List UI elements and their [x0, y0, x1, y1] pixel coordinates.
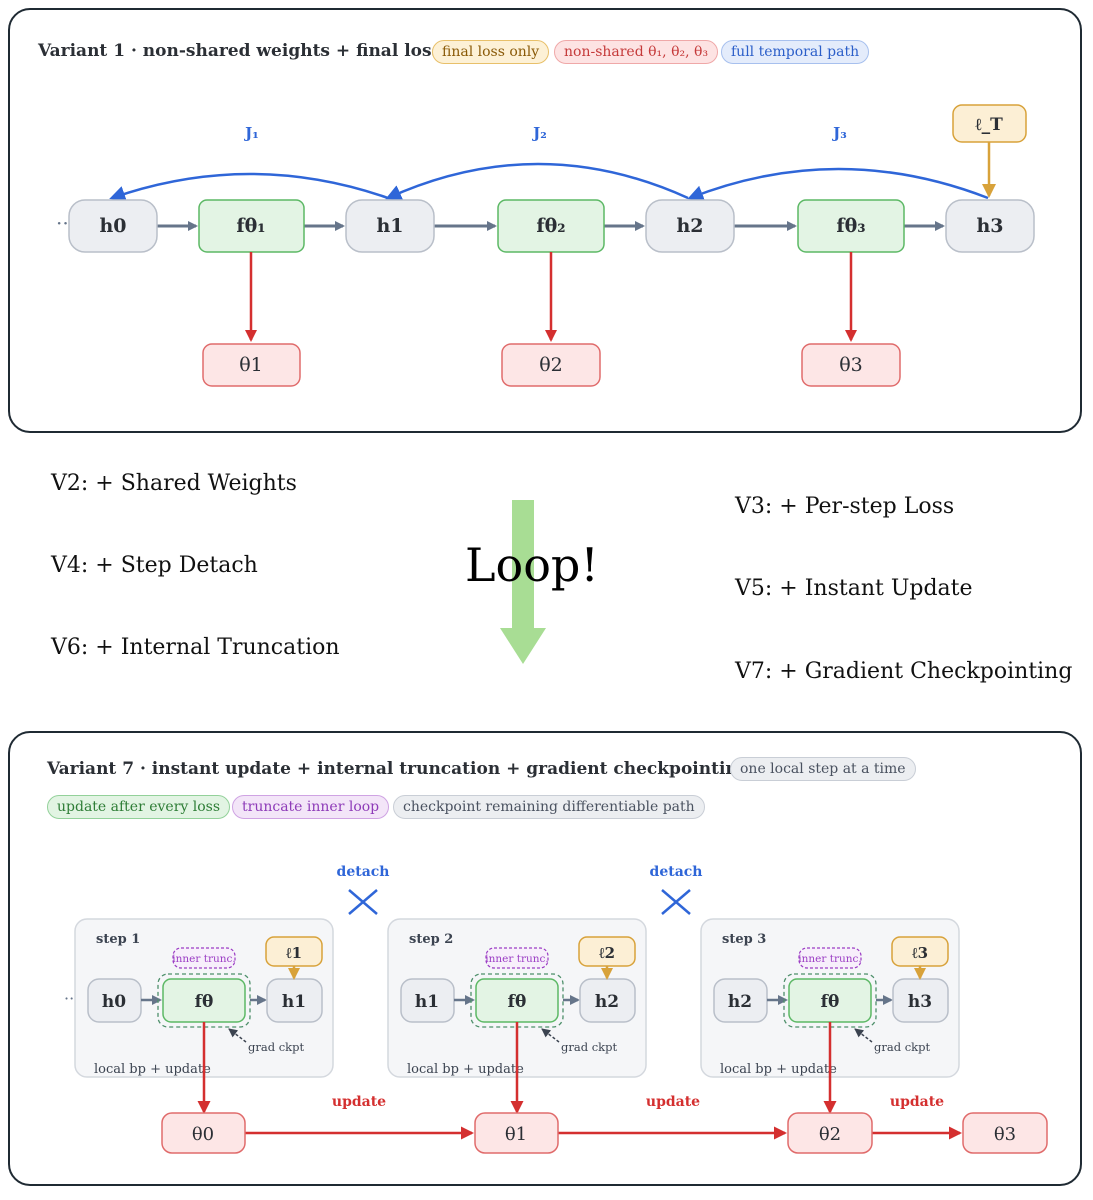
variant1-title: Variant 1 · non-shared weights + final l…	[38, 41, 442, 61]
step-box-2: step 2 local bp + update h1 fθ h2 inner …	[387, 918, 647, 1078]
param-node-theta0: θ0	[161, 1112, 246, 1154]
param-node-theta3: θ3	[962, 1112, 1048, 1154]
loop-label: Loop!	[465, 538, 599, 592]
svg-text:ℓ1: ℓ1	[286, 944, 302, 962]
svg-text:fθ: fθ	[508, 992, 527, 1012]
state-node-h1: h1	[345, 199, 435, 253]
svg-text:h1: h1	[415, 992, 439, 1012]
tag-final-loss: final loss only	[432, 40, 550, 64]
param-node-theta2: θ2	[787, 1112, 873, 1154]
param-node-theta2: θ2	[501, 343, 601, 387]
variant-v2-label: V2: + Shared Weights	[51, 471, 297, 496]
tag-truncate-inner: truncate inner loop	[232, 795, 390, 819]
variant-v7-label: V7: + Gradient Checkpointing	[735, 659, 1073, 684]
svg-text:θ2: θ2	[819, 1124, 841, 1145]
variant1-diagram: J₁ J₂ J₃ ·· h0 h1 h2 h3 fθ₁ fθ₂ fθ₃	[56, 104, 1035, 387]
svg-text:step 1: step 1	[96, 932, 140, 947]
ellipsis-dots: ··	[56, 211, 69, 235]
svg-text:θ2: θ2	[539, 354, 563, 376]
variant-v3-label: V3: + Per-step Loss	[735, 494, 955, 519]
tag-non-shared: non-shared θ₁, θ₂, θ₃	[554, 40, 719, 64]
svg-text:h0: h0	[99, 215, 126, 237]
jacobian-arc-3	[687, 167, 989, 201]
detach-mark-2: detach	[650, 864, 703, 915]
svg-text:h3: h3	[976, 215, 1003, 237]
svg-text:θ1: θ1	[239, 354, 263, 376]
variant7-diagram: detach detach step 1 local bp + update ·…	[64, 864, 1048, 1154]
svg-text:h1: h1	[282, 992, 306, 1012]
jacobian-label-2: J₂	[531, 124, 547, 142]
svg-text:θ1: θ1	[505, 1124, 527, 1145]
svg-text:h2: h2	[676, 215, 703, 237]
update-label-1: update	[332, 1094, 386, 1110]
svg-text:ℓ2: ℓ2	[599, 944, 615, 962]
detach-mark-1: detach	[337, 864, 390, 915]
svg-text:inner trunc.: inner trunc.	[172, 953, 235, 965]
svg-text:θ0: θ0	[192, 1124, 214, 1145]
svg-text:local bp + update: local bp + update	[720, 1062, 837, 1077]
param-node-theta1: θ1	[474, 1112, 559, 1154]
svg-text:fθ: fθ	[195, 992, 214, 1012]
svg-text:detach: detach	[337, 864, 390, 880]
svg-text:local bp + update: local bp + update	[94, 1062, 211, 1077]
svg-text:h0: h0	[102, 992, 126, 1012]
svg-text:grad ckpt: grad ckpt	[561, 1040, 618, 1054]
svg-text:step 3: step 3	[722, 932, 766, 947]
function-node-1: fθ₁	[198, 199, 305, 253]
svg-text:θ3: θ3	[839, 354, 863, 376]
function-node-2: fθ₂	[497, 199, 605, 253]
svg-text:fθ: fθ	[821, 992, 840, 1012]
step-box-3: step 3 local bp + update h2 fθ h3 inner …	[700, 918, 960, 1078]
variant-v4-label: V4: + Step Detach	[51, 553, 258, 578]
svg-text:ℓ_T: ℓ_T	[975, 115, 1003, 135]
update-label-3: update	[890, 1094, 944, 1110]
svg-text:detach: detach	[650, 864, 703, 880]
svg-text:ℓ3: ℓ3	[912, 944, 928, 962]
svg-text:fθ₁: fθ₁	[236, 215, 265, 237]
svg-text:h3: h3	[908, 992, 932, 1012]
svg-text:grad ckpt: grad ckpt	[874, 1040, 931, 1054]
param-node-theta3: θ3	[801, 343, 901, 387]
svg-text:h2: h2	[595, 992, 619, 1012]
svg-text:fθ₃: fθ₃	[836, 215, 865, 237]
param-node-theta1: θ1	[202, 343, 301, 387]
tag-one-local-step: one local step at a time	[730, 757, 916, 781]
svg-text:θ3: θ3	[994, 1124, 1016, 1145]
svg-text:inner trunc.: inner trunc.	[798, 953, 861, 965]
jacobian-label-3: J₃	[831, 124, 847, 142]
tag-update-every-loss: update after every loss	[47, 795, 231, 819]
tag-full-temporal: full temporal path	[721, 40, 870, 64]
variant-v6-label: V6: + Internal Truncation	[51, 635, 340, 660]
svg-text:h1: h1	[376, 215, 403, 237]
svg-text:h2: h2	[728, 992, 752, 1012]
svg-text:grad ckpt: grad ckpt	[248, 1040, 305, 1054]
state-node-h3: h3	[945, 199, 1035, 253]
jacobian-arc-1	[109, 172, 389, 202]
variant7-title: Variant 7 · instant update + internal tr…	[47, 759, 750, 779]
final-loss-node: ℓ_T	[952, 104, 1027, 143]
svg-text:··: ··	[64, 989, 74, 1008]
update-label-2: update	[646, 1094, 700, 1110]
tag-checkpoint-path: checkpoint remaining differentiable path	[393, 795, 705, 819]
svg-text:inner trunc.: inner trunc.	[485, 953, 548, 965]
variant-v5-label: V5: + Instant Update	[735, 576, 973, 601]
jacobian-arc-2	[385, 162, 689, 200]
state-node-h2: h2	[645, 199, 735, 253]
svg-text:step 2: step 2	[409, 932, 453, 947]
loop-arrow	[500, 500, 546, 664]
svg-text:fθ₂: fθ₂	[536, 215, 565, 237]
state-node-h0: h0	[68, 199, 158, 253]
svg-text:local bp + update: local bp + update	[407, 1062, 524, 1077]
step-box-1: step 1 local bp + update ·· h0 fθ h1 inn…	[64, 918, 334, 1078]
jacobian-label-1: J₁	[243, 124, 259, 142]
function-node-3: fθ₃	[797, 199, 905, 253]
